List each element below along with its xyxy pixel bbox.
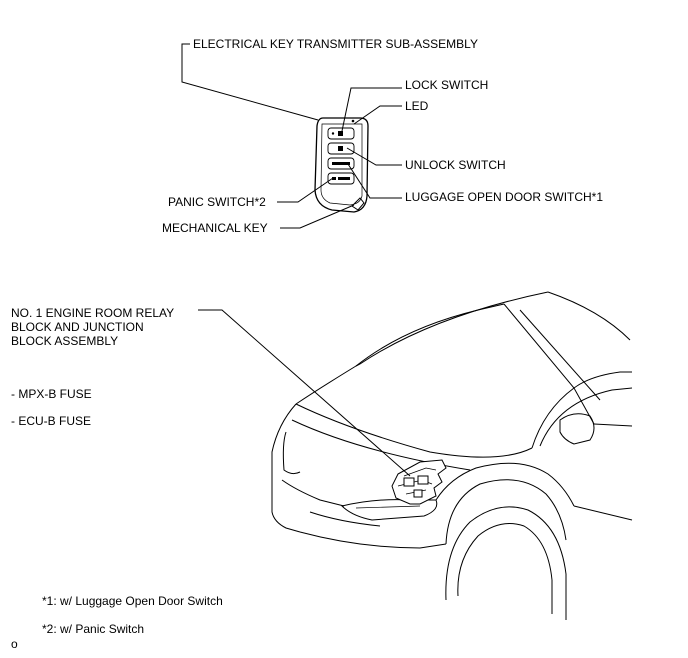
ecu-b-fuse-label: - ECU-B FUSE [11, 414, 92, 428]
panic-switch-label: PANIC SWITCH*2 [168, 195, 266, 209]
footnote-1: *1: w/ Luggage Open Door Switch [42, 594, 223, 608]
relay-block-label-line3: BLOCK ASSEMBLY [11, 334, 119, 348]
footnote-2: *2: w/ Panic Switch [42, 622, 145, 636]
luggage-switch-label: LUGGAGE OPEN DOOR SWITCH*1 [405, 190, 604, 204]
key-transmitter-illustration [314, 117, 369, 213]
relay-block-label-line2: BLOCK AND JUNCTION [11, 320, 144, 334]
mpx-b-fuse-label: - MPX-B FUSE [11, 387, 92, 401]
car-illustration [271, 291, 633, 620]
key-leader-lines [181, 43, 402, 229]
unlock-switch-label: UNLOCK SWITCH [405, 158, 506, 172]
mechanical-key-label: MECHANICAL KEY [162, 221, 268, 235]
relay-leader-line [198, 309, 411, 477]
relay-block-label-line1: NO. 1 ENGINE ROOM RELAY [11, 306, 175, 320]
led-label: LED [405, 99, 429, 113]
corner-mark: o [11, 637, 18, 651]
transmitter-label: ELECTRICAL KEY TRANSMITTER SUB-ASSEMBLY [193, 37, 478, 51]
relay-block-illustration [391, 459, 447, 505]
lock-switch-label: LOCK SWITCH [405, 78, 489, 92]
